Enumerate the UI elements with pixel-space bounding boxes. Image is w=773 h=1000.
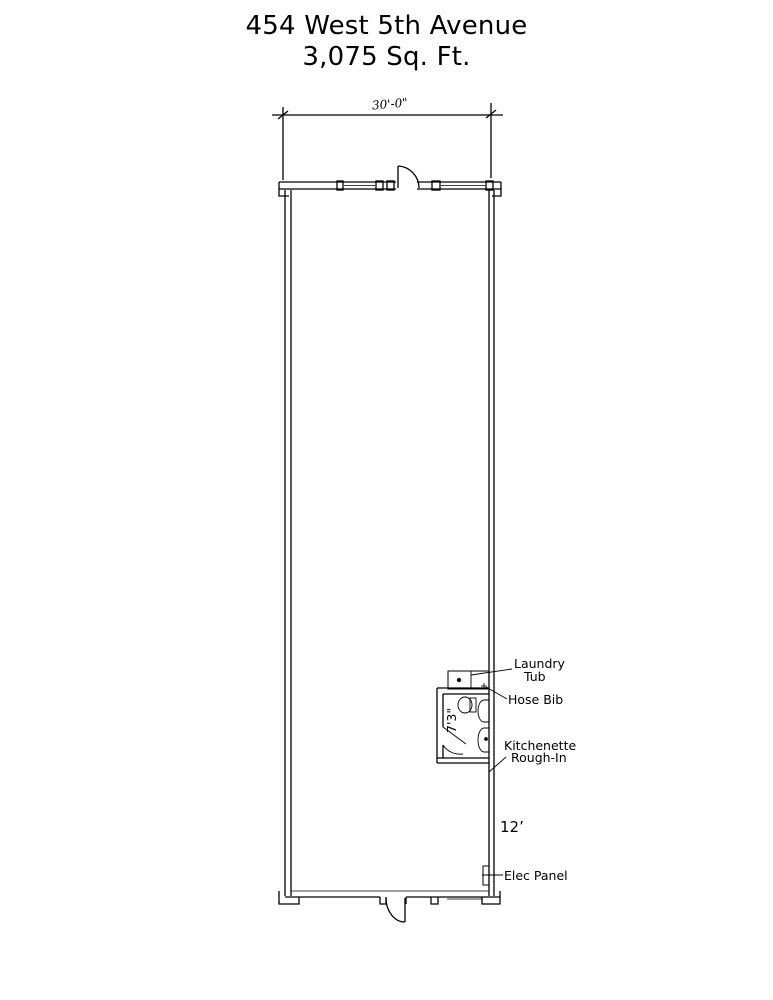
- plan-title-address: 454 West 5th Avenue: [245, 11, 528, 41]
- width-dimension-label: 30'-0": [371, 95, 408, 112]
- panel-distance-label: 12’: [500, 818, 524, 836]
- front-door: [397, 165, 420, 189]
- kitchenette-label-line2: Rough-In: [511, 750, 567, 765]
- plan-title-area: 3,075 Sq. Ft.: [302, 42, 471, 72]
- laundry-label-line2: Tub: [523, 669, 546, 684]
- rear-wall: [278, 890, 501, 905]
- width-dimension: [272, 103, 503, 180]
- kitchenette-label-line1: Kitchenette: [504, 738, 576, 753]
- electrical-panel: [482, 865, 490, 886]
- side-walls: [284, 190, 495, 896]
- laundry-tub: [447, 670, 490, 690]
- leader-lines: [470, 668, 513, 876]
- laundry-label-line1: Laundry: [514, 656, 566, 671]
- hose-bib-label: Hose Bib: [508, 692, 563, 707]
- restroom: [436, 687, 490, 764]
- rear-door: [385, 897, 406, 923]
- restroom-depth-label: 7'3": [444, 708, 459, 733]
- elec-panel-label: Elec Panel: [504, 868, 568, 883]
- front-wall: [278, 180, 502, 197]
- hose-bib: [481, 683, 487, 689]
